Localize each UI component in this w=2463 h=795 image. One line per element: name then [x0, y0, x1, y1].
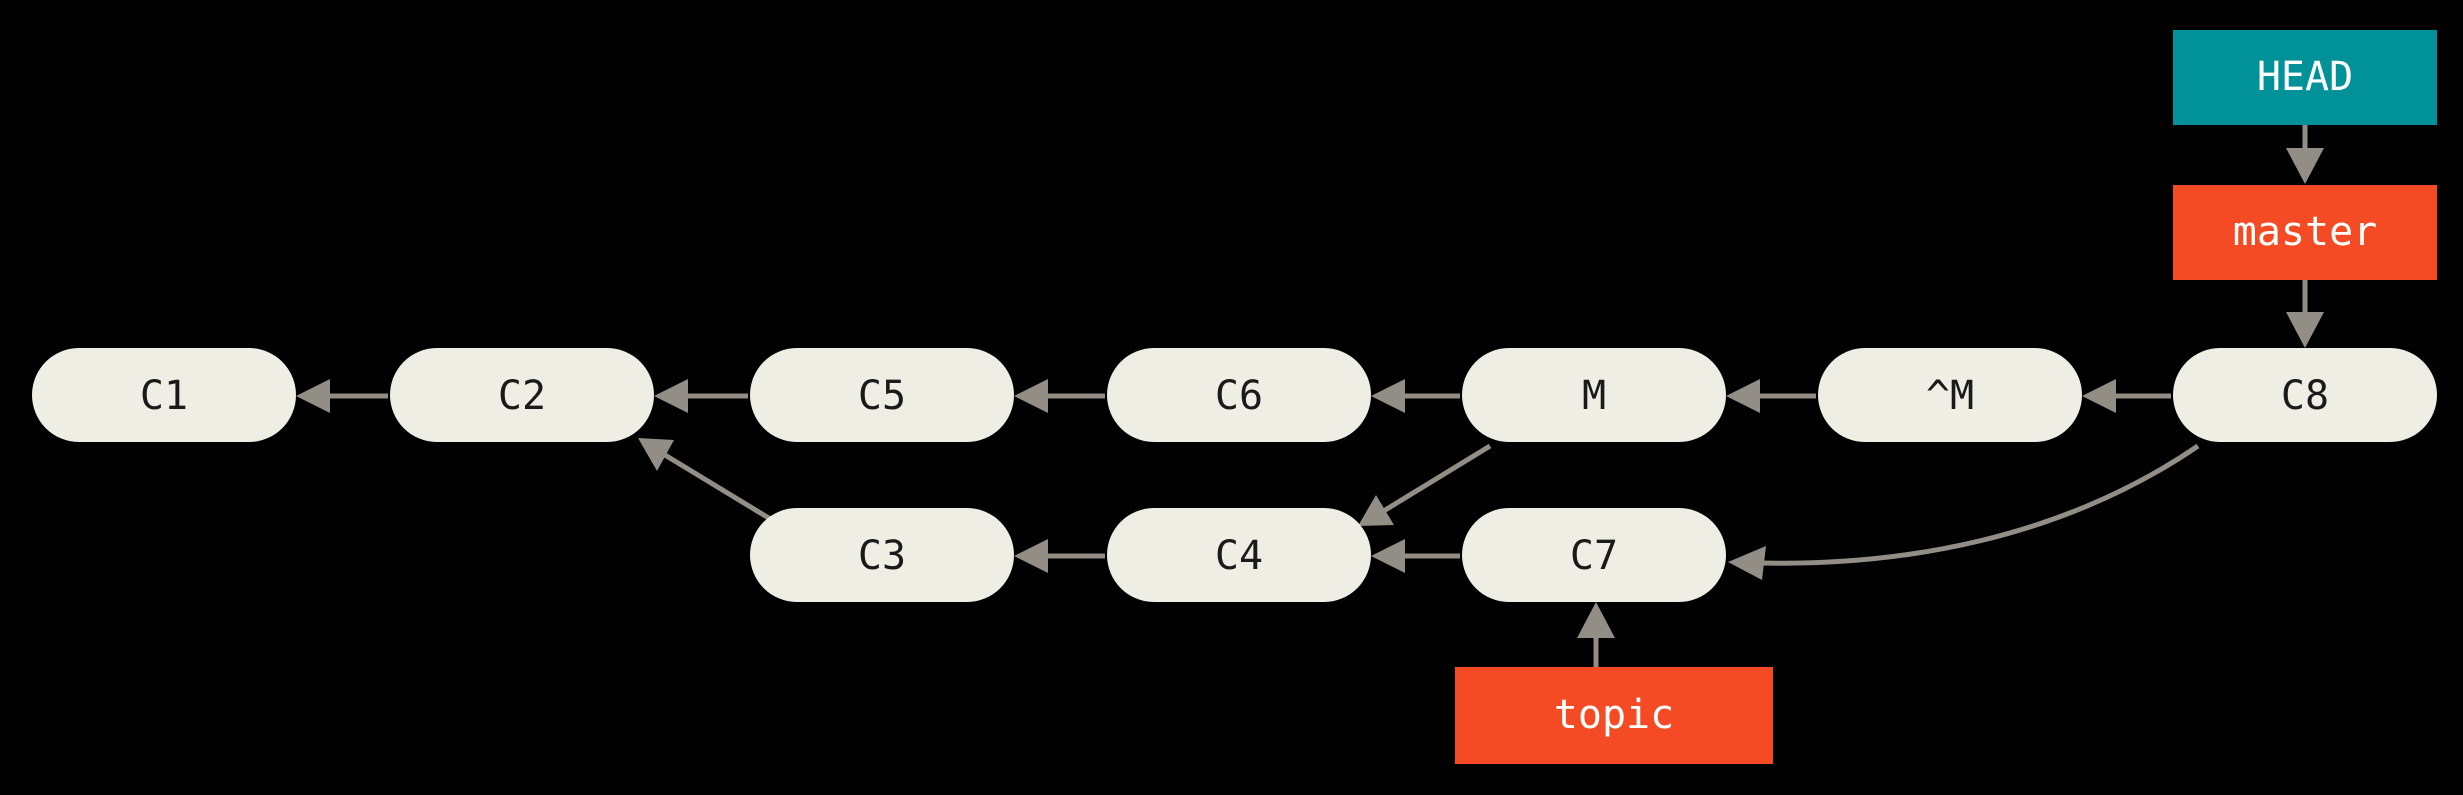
edge-head-master: [2286, 125, 2324, 184]
edge-c7-c4: [1371, 539, 1460, 573]
ref-label-topic: topic: [1554, 692, 1674, 738]
commit-shape-c8: [2173, 348, 2437, 442]
commit-node-c2[interactable]: C2: [390, 348, 654, 442]
commit-shape-caret-m: [1818, 348, 2082, 442]
commit-shape-c5: [750, 348, 1014, 442]
edge-c5-c2: [654, 379, 748, 413]
ref-label-master: master: [2233, 209, 2378, 255]
commit-node-caret-m[interactable]: ^M: [1818, 348, 2082, 442]
edge-m-c6: [1371, 379, 1460, 413]
commit-label-c7: C7: [1570, 533, 1618, 579]
commit-shape-c3: [750, 508, 1014, 602]
commit-label-c5: C5: [858, 373, 906, 419]
ref-shape-master: [2173, 185, 2437, 280]
commit-shape-c2: [390, 348, 654, 442]
commit-node-c6[interactable]: C6: [1107, 348, 1371, 442]
commit-node-c3[interactable]: C3: [750, 508, 1014, 602]
commit-shape-c7: [1462, 508, 1726, 602]
edge-c8-caretm: [2082, 379, 2171, 413]
commit-label-c4: C4: [1215, 533, 1263, 579]
commit-node-m[interactable]: M: [1462, 348, 1726, 442]
commit-shape-c1: [32, 348, 296, 442]
commit-node-c7[interactable]: C7: [1462, 508, 1726, 602]
ref-shape-head: [2173, 30, 2437, 125]
edge-master-c8: [2286, 280, 2324, 348]
ref-box-master[interactable]: master: [2173, 185, 2437, 280]
commit-label-c1: C1: [140, 373, 188, 419]
commit-node-c8[interactable]: C8: [2173, 348, 2437, 442]
commit-label-c6: C6: [1215, 373, 1263, 419]
commit-label-m: M: [1582, 373, 1606, 419]
edge-c2-c1: [296, 379, 388, 413]
edge-c3-c2: [638, 438, 774, 523]
commit-label-c2: C2: [498, 373, 546, 419]
edge-c8-c7: [1728, 443, 2200, 580]
ref-box-head[interactable]: HEAD: [2173, 30, 2437, 125]
commit-node-c1[interactable]: C1: [32, 348, 296, 442]
commit-label-caret-m: ^M: [1926, 373, 1974, 419]
ref-label-head: HEAD: [2257, 54, 2353, 100]
commit-shape-c4: [1107, 508, 1371, 602]
edge-c4-c3: [1014, 539, 1105, 573]
edge-caretm-m: [1726, 379, 1816, 413]
commit-label-c8: C8: [2281, 373, 2329, 419]
ref-box-topic[interactable]: topic: [1455, 667, 1773, 764]
edges-layer: [296, 125, 2324, 667]
edge-c6-c5: [1014, 379, 1105, 413]
refs-layer: HEAD master topic: [1455, 30, 2437, 764]
commit-shape-c6: [1107, 348, 1371, 442]
edge-topic-c7: [1577, 602, 1615, 667]
commit-shape-m: [1462, 348, 1726, 442]
commit-node-c4[interactable]: C4: [1107, 508, 1371, 602]
commit-nodes-layer: C1 C2 C5 C6 M ^M: [32, 348, 2437, 602]
commit-node-c5[interactable]: C5: [750, 348, 1014, 442]
commit-label-c3: C3: [858, 533, 906, 579]
edge-m-c4: [1358, 443, 1492, 526]
ref-shape-topic: [1455, 667, 1773, 764]
